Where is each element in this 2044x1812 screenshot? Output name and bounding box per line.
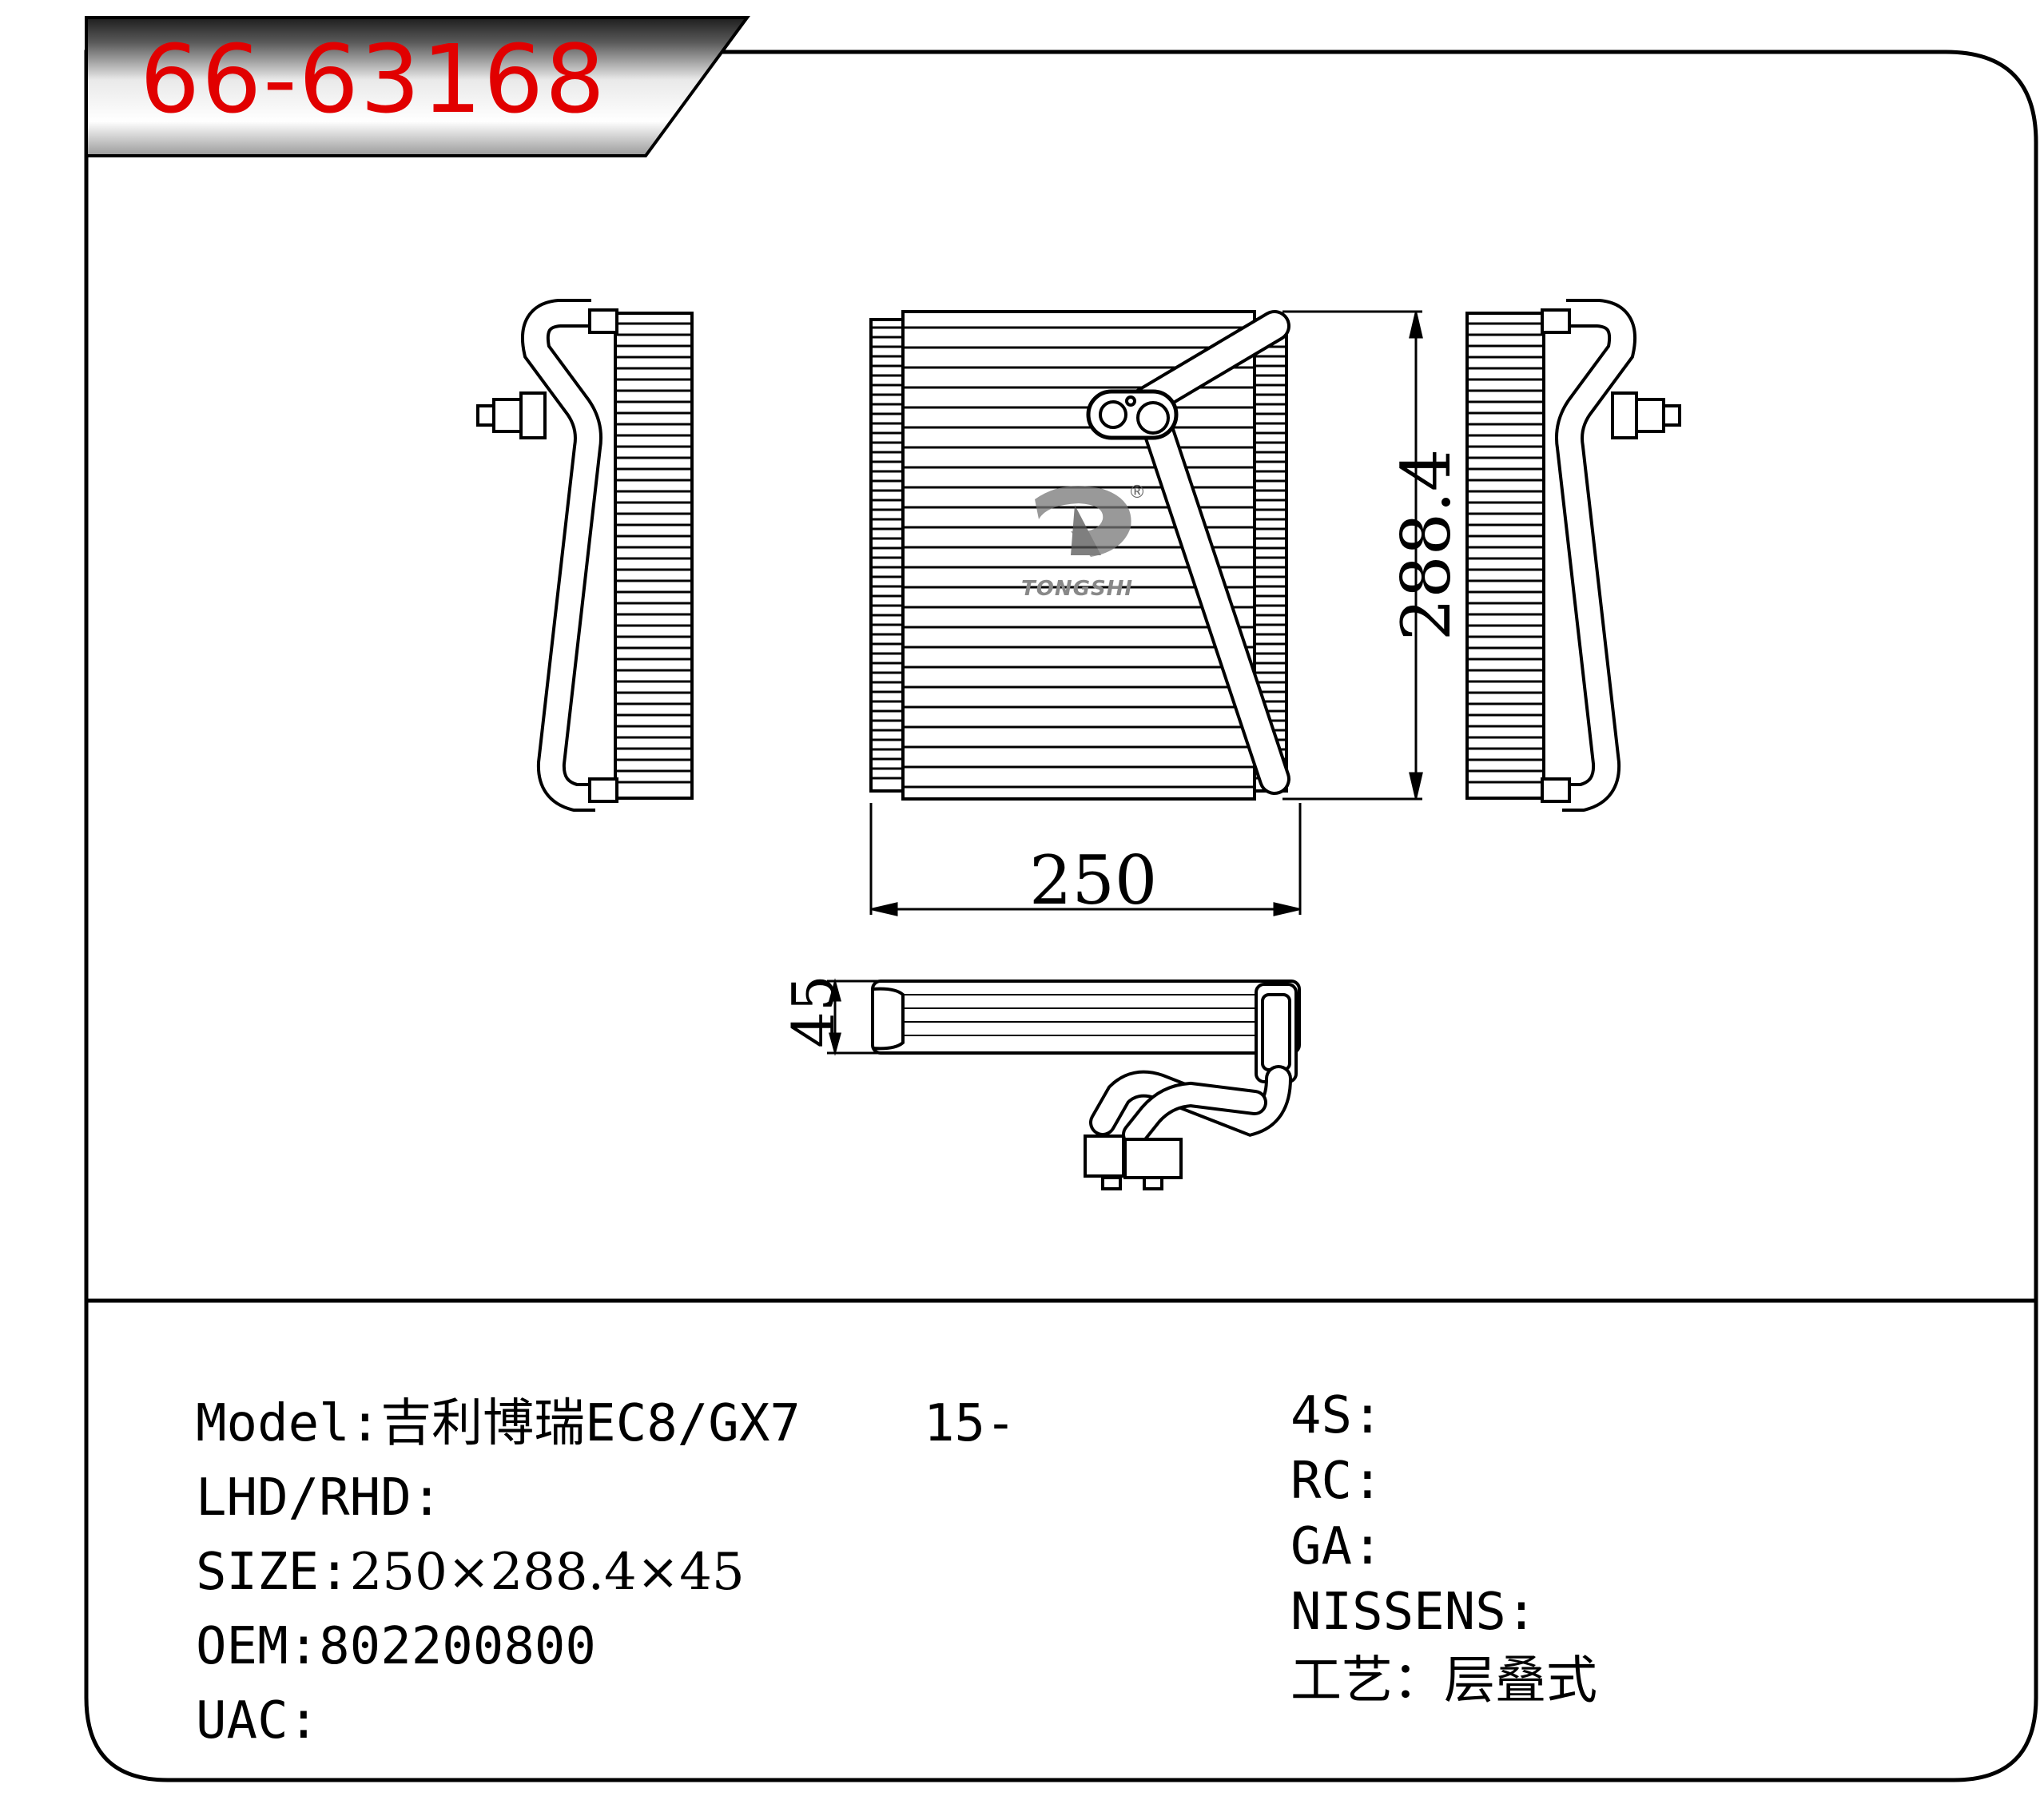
width-dimension-label: 250 [1029,841,1158,920]
specs-left-row: SIZE:250×288.4×45 [196,1547,745,1598]
specs-right-row: RC: [1290,1456,1383,1507]
specs-right-row: 工艺：层叠式 [1290,1655,1597,1707]
dimension-lines [827,310,1423,1056]
specs-left-row: UAC: [196,1695,319,1746]
spec-key: Model [196,1394,350,1453]
spec-separator: : [1352,1386,1383,1445]
title-banner [85,16,750,157]
spec-separator: : [288,1691,320,1750]
spec-key: 工艺 [1290,1651,1393,1711]
spec-separator: : [349,1394,381,1453]
specs-left-row: LHD/RHD: [196,1472,442,1524]
spec-key: GA [1290,1517,1353,1576]
spec-separator: : [411,1468,443,1528]
spec-value: 层叠式 [1444,1651,1597,1711]
spec-key: SIZE [196,1543,320,1602]
specs-left-row: Model:吉利博瑞EC8/GX7 15- [196,1398,1016,1449]
spec-separator: : [1352,1452,1383,1511]
spec-key: NISSENS [1290,1583,1506,1642]
front-view [869,310,1290,801]
side-view-left [476,299,694,812]
part-number-title: 66-63168 [140,24,607,134]
spec-key: OEM [196,1617,288,1676]
frame-border [84,50,2038,1782]
spec-value: 吉利博瑞EC8/GX7 15- [380,1394,1016,1453]
spec-key: LHD/RHD [196,1468,412,1528]
brand-logo-text: TONGSHI [1021,577,1134,601]
side-view-right [1465,299,1681,812]
spec-separator: : [1352,1517,1383,1576]
spec-separator: : [288,1617,320,1676]
specs-right-row: GA: [1290,1521,1383,1572]
height-dimension-label: 288.4 [1387,448,1465,642]
depth-dimension-label: 45 [780,975,847,1048]
brand-logo [1035,486,1131,557]
spec-value: 802200800 [319,1617,596,1676]
spec-key: RC [1290,1452,1353,1511]
specs-left-row: OEM:802200800 [196,1621,596,1672]
spec-key: 4S [1290,1386,1353,1445]
top-view [871,980,1301,1190]
registered-mark: ® [1128,483,1146,503]
specs-right-row: 4S: [1290,1390,1383,1441]
specs-right-row: NISSENS: [1290,1587,1537,1638]
spec-key: UAC [196,1691,288,1750]
spec-separator: ： [1393,1651,1444,1711]
spec-separator: : [1505,1583,1537,1642]
spec-value: 250×288.4×45 [349,1543,745,1602]
spec-separator: : [319,1543,350,1602]
